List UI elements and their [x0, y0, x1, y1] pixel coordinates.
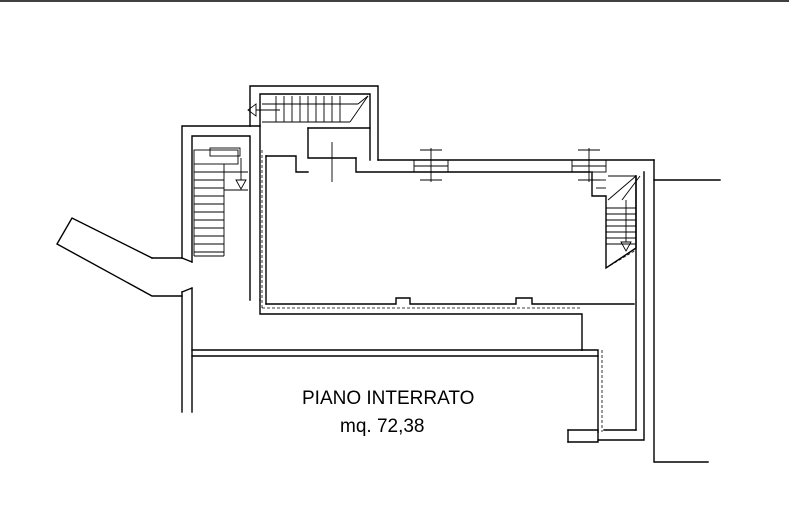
top-wall-windows: [377, 148, 655, 182]
lower-corridor: [191, 349, 603, 443]
top-stair-block: [247, 85, 379, 161]
main-room: [259, 150, 635, 351]
left-ramp: [56, 217, 183, 297]
left-stair-block: [181, 125, 261, 301]
top-stair-treads: [275, 96, 341, 122]
right-exterior-wall: [597, 159, 721, 463]
left-lower-wall: [181, 287, 193, 413]
down-arrow-left-icon: [235, 158, 247, 190]
top-partition: [307, 127, 371, 182]
plan-title: PIANO INTERRATO: [302, 388, 474, 409]
right-stair-block: [591, 171, 641, 270]
left-stair-treads: [193, 164, 248, 257]
right-stair-treads: [596, 179, 636, 245]
plan-area: mq. 72,38: [340, 416, 425, 437]
down-arrow-right-icon: [620, 200, 632, 252]
left-arrow-top-icon: [247, 103, 280, 117]
